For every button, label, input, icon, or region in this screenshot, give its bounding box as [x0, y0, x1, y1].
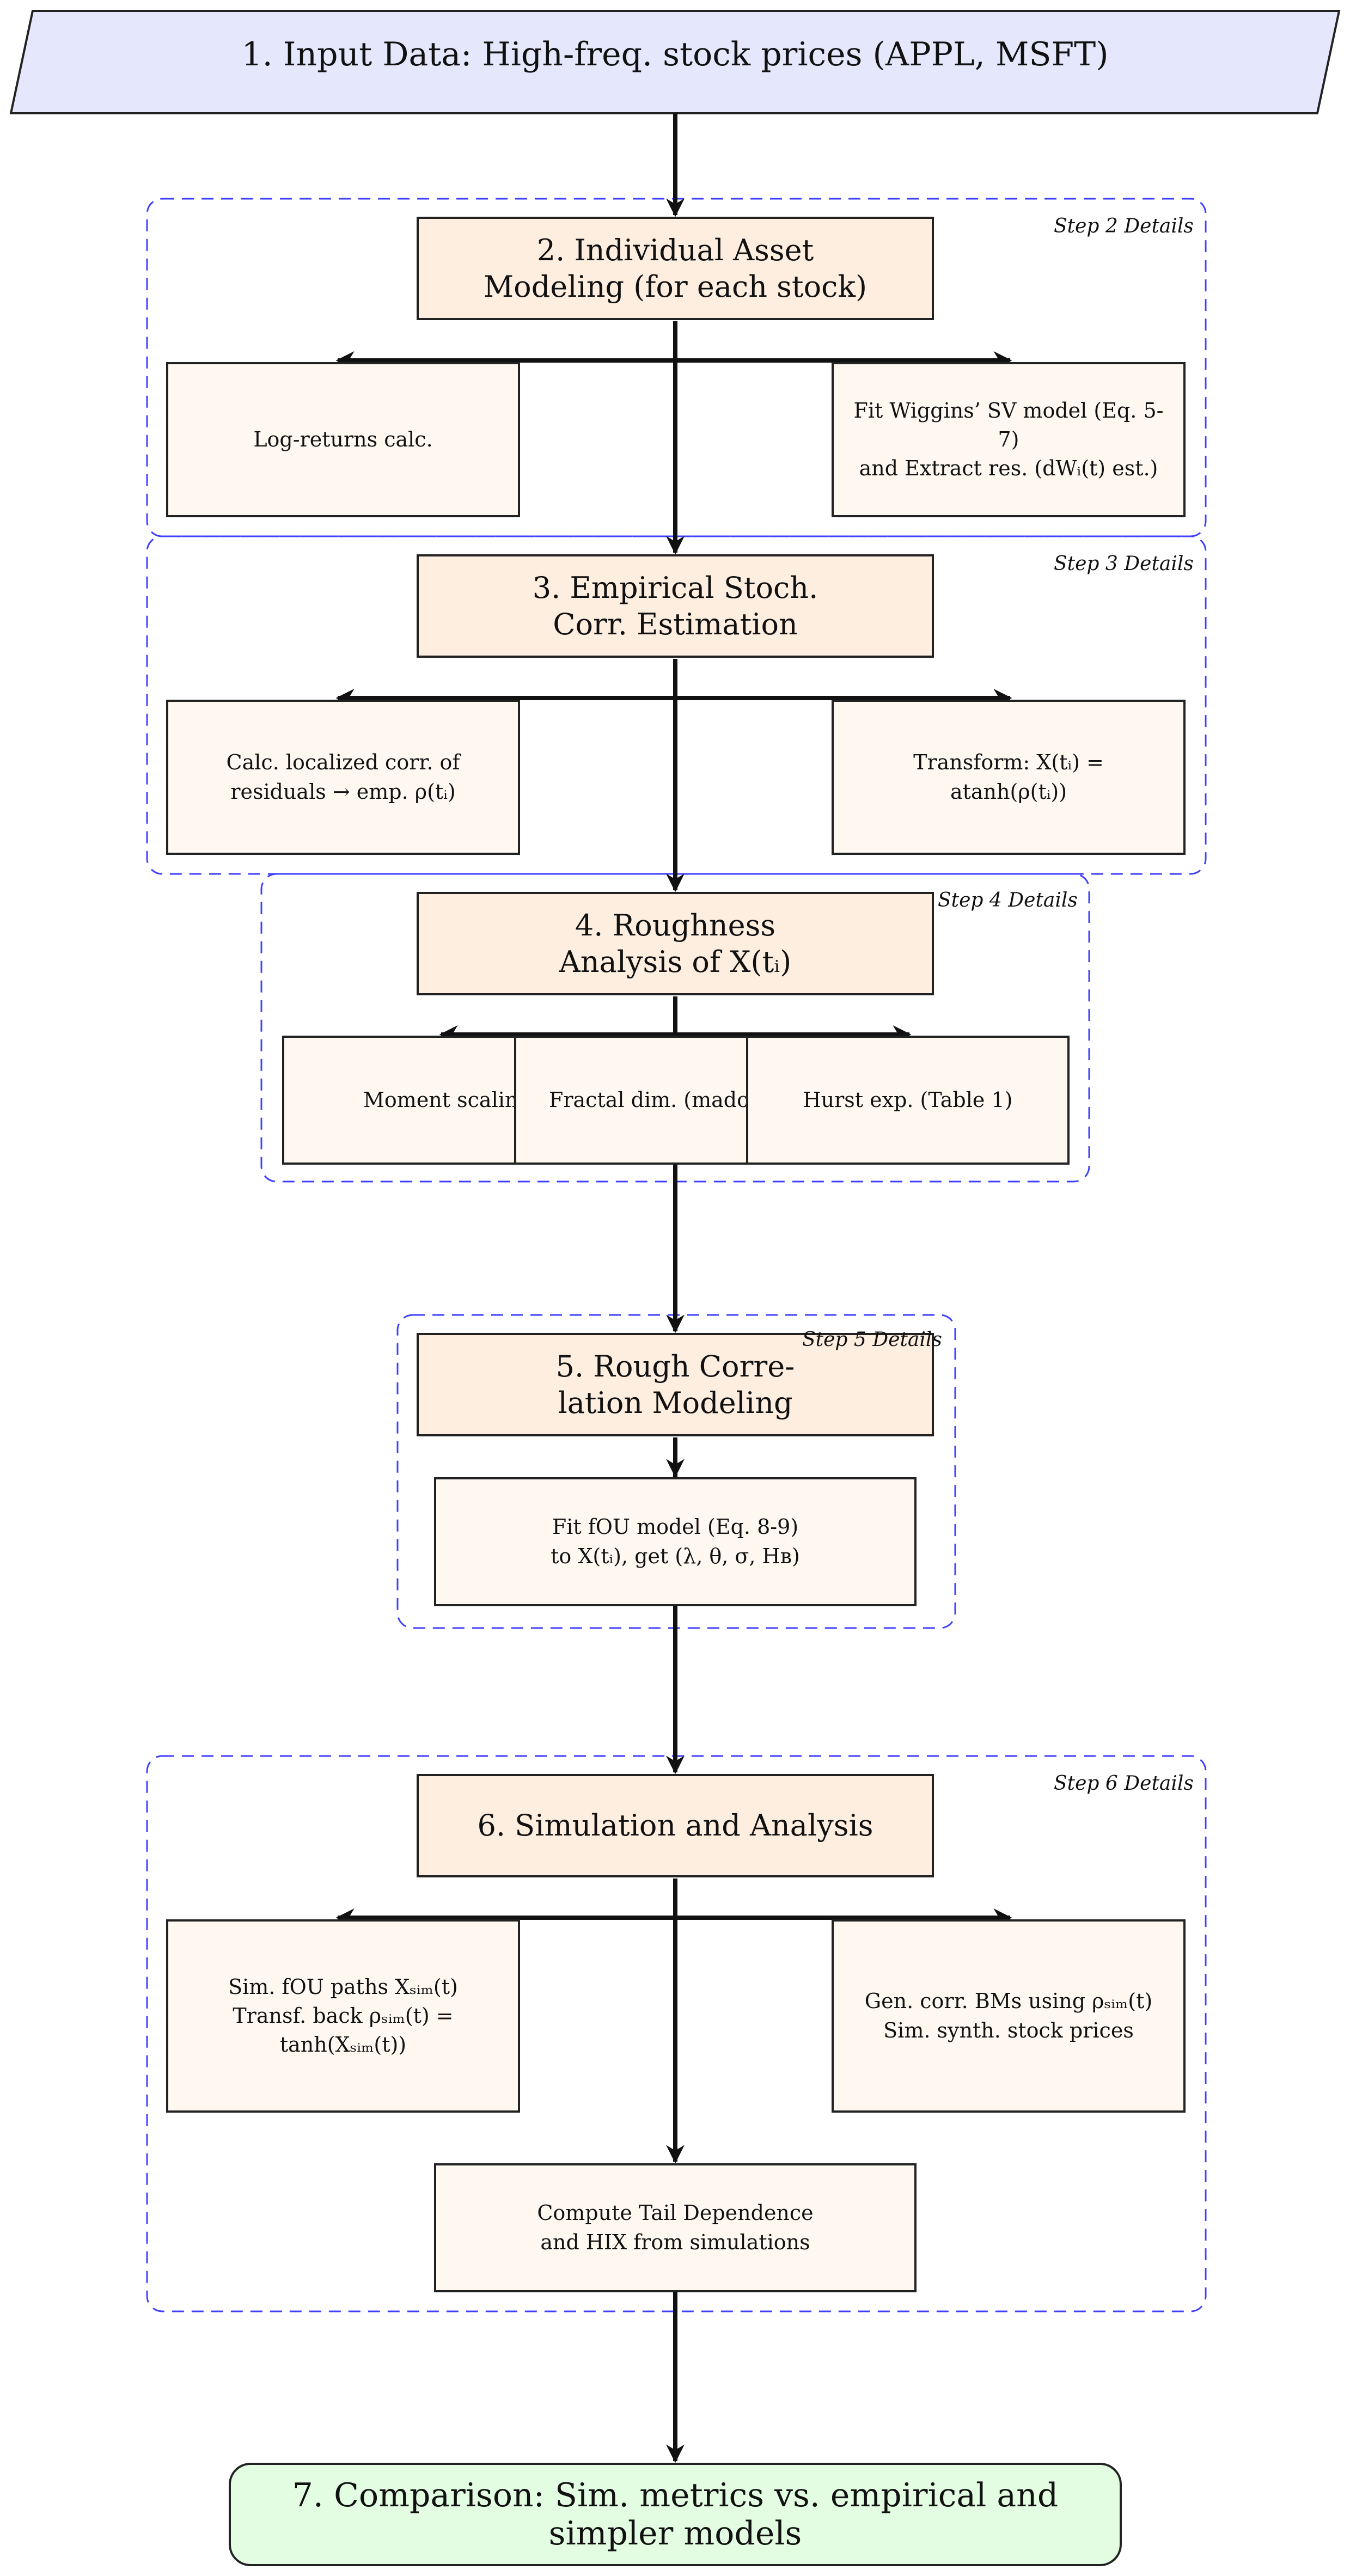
- final-label: 7. Comparison: Sim. metrics vs. empirica…: [292, 2476, 1059, 2553]
- step6-right-line1: Gen. corr. BMs using ρₛᵢₘ(t): [864, 1989, 1153, 2014]
- step6-gen-bms-node: Gen. corr. BMs using ρₛᵢₘ(t) Sim. synth.…: [832, 1919, 1186, 2113]
- step3-detail-label: Step 3 Details: [1054, 553, 1194, 575]
- step6-tail-dependence-node: Compute Tail Dependence and HIX from sim…: [434, 2163, 917, 2292]
- step2-log-returns-node: Log-returns calc.: [166, 362, 520, 517]
- step5-detail-label: Step 5 Details: [802, 1329, 942, 1351]
- step6-left-line3: tanh(Xₛᵢₘ(t)): [279, 2033, 407, 2057]
- step6-bottom-line2: and HIX from simulations: [540, 2230, 810, 2254]
- step4-title-node: 4. Roughness Analysis of X(tᵢ): [417, 892, 934, 995]
- step2-title-line2: Modeling (for each stock): [483, 270, 868, 304]
- input-node: 1. Input Data: High-freq. stock prices (…: [0, 0, 1350, 109]
- step2-fit-sv-node: Fit Wiggins’ SV model (Eq. 5-7) and Extr…: [832, 362, 1186, 517]
- step6-left-line1: Sim. fOU paths Xₛᵢₘ(t): [228, 1974, 458, 1999]
- step6-right-line2: Sim. synth. stock prices: [883, 2018, 1134, 2042]
- step4-hurst-node: Hurst exp. (Table 1): [746, 1036, 1070, 1165]
- step3-title-line1: 3. Empirical Stoch.: [532, 570, 818, 605]
- step3-left-line2: residuals → emp. ρ(tᵢ): [230, 779, 456, 804]
- step5-title-line1: 5. Rough Corre-: [555, 1349, 795, 1384]
- step4-node1-label: Moment scaling: [363, 1087, 516, 1112]
- step3-localized-corr-node: Calc. localized corr. of residuals → emp…: [166, 700, 520, 855]
- step6-title-node: 6. Simulation and Analysis: [417, 1774, 934, 1877]
- step3-right-line2: atanh(ρ(tᵢ)): [950, 779, 1067, 804]
- input-label: 1. Input Data: High-freq. stock prices (…: [241, 35, 1109, 74]
- step4-title-line1: 4. Roughness: [575, 908, 776, 943]
- step2-right-line2: and Extract res. (dWᵢ(t) est.): [859, 456, 1158, 481]
- step4-fractal-dim-node: Fractal dim. (madogram): [514, 1036, 748, 1165]
- step5-title-node: 5. Rough Corre- lation Modeling: [417, 1333, 934, 1436]
- branch-arrows: [335, 351, 1012, 1927]
- step2-title-node: 2. Individual Asset Modeling (for each s…: [417, 217, 934, 320]
- step2-title-line1: 2. Individual Asset: [536, 232, 814, 267]
- step4-detail-label: Step 4 Details: [938, 889, 1078, 911]
- final-comparison-node: 7. Comparison: Sim. metrics vs. empirica…: [229, 2463, 1122, 2566]
- step6-title: 6. Simulation and Analysis: [477, 1808, 873, 1843]
- step3-title-node: 3. Empirical Stoch. Corr. Estimation: [417, 554, 934, 658]
- step3-left-line1: Calc. localized corr. of: [226, 750, 460, 775]
- step6-left-line2: Transf. back ρₛᵢₘ(t) =: [233, 2003, 454, 2028]
- step3-right-line1: Transform: X(tᵢ) =: [913, 750, 1104, 775]
- step2-detail-label: Step 2 Details: [1054, 215, 1194, 237]
- step6-detail-label: Step 6 Details: [1054, 1772, 1194, 1795]
- step5-node-line2: to X(tᵢ), get (λ, θ, σ, Hʙ): [551, 1544, 800, 1568]
- step2-right-line1: Fit Wiggins’ SV model (Eq. 5-7): [853, 398, 1164, 451]
- step4-moment-scaling-node: Moment scaling: [282, 1036, 516, 1165]
- step5-title-line2: lation Modeling: [558, 1386, 793, 1420]
- step6-sim-fou-node: Sim. fOU paths Xₛᵢₘ(t) Transf. back ρₛᵢₘ…: [166, 1919, 520, 2113]
- step5-fit-fou-node: Fit fOU model (Eq. 8-9) to X(tᵢ), get (λ…: [434, 1477, 917, 1606]
- step3-transform-node: Transform: X(tᵢ) = atanh(ρ(tᵢ)): [832, 700, 1186, 855]
- input-parallelogram: [9, 10, 1341, 114]
- step4-node3-label: Hurst exp. (Table 1): [803, 1087, 1013, 1112]
- step6-bottom-line1: Compute Tail Dependence: [537, 2201, 814, 2225]
- step3-title-line2: Corr. Estimation: [553, 607, 798, 641]
- step4-node2-label: Fractal dim. (madogram): [549, 1087, 748, 1112]
- step4-title-line2: Analysis of X(tᵢ): [559, 945, 792, 979]
- step2-left-line1: Log-returns calc.: [253, 427, 433, 451]
- step5-node-line1: Fit fOU model (Eq. 8-9): [552, 1515, 799, 1539]
